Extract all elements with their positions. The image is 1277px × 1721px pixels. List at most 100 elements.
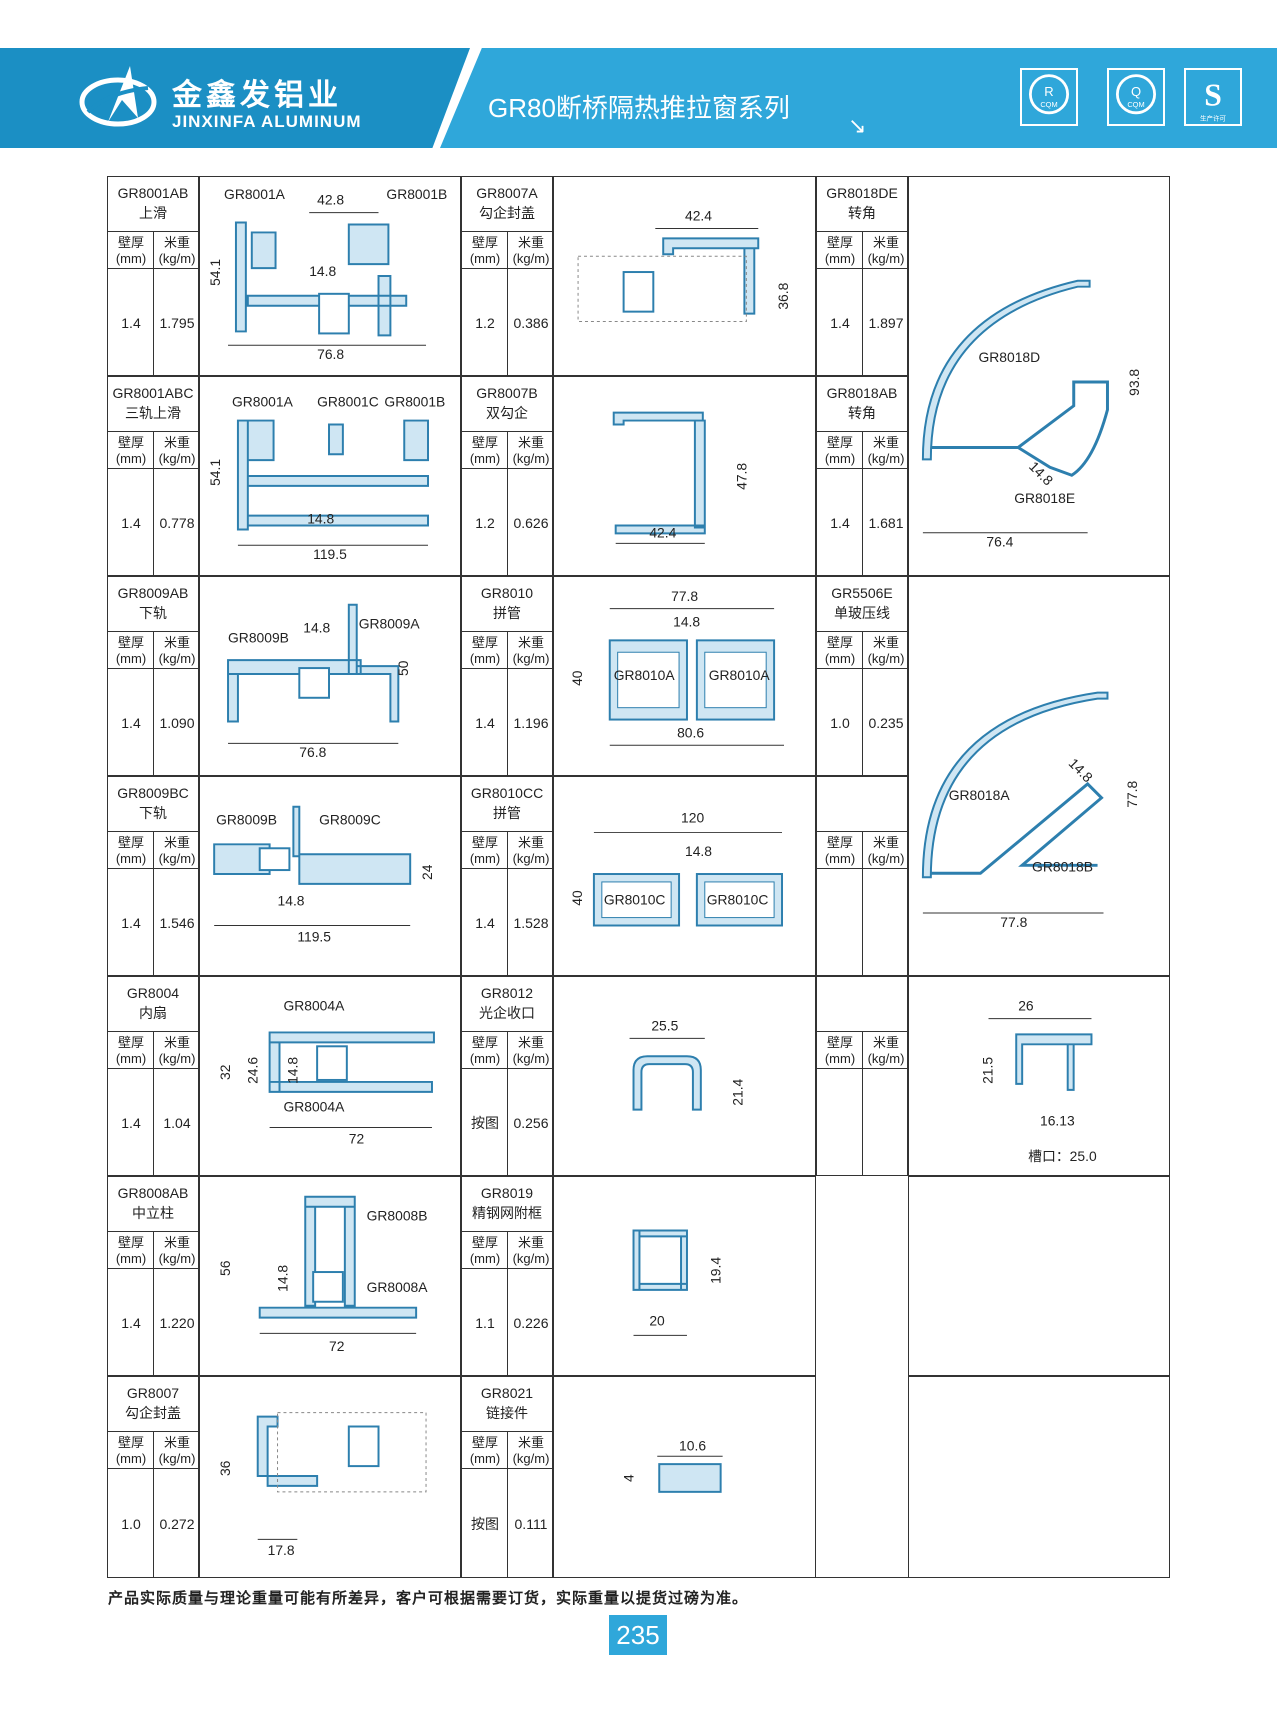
weight-value: 1.795 [159,314,195,331]
thickness-value: 1.4 [475,714,495,731]
thickness-value: 1.4 [121,314,141,331]
dim-width: 20 [649,1313,665,1329]
thickness-value: 1.4 [121,714,141,731]
thickness-value: 1.0 [830,714,850,731]
dim-height: 4 [621,1474,637,1482]
weight-header: 米重(kg/m) [154,831,200,869]
drawing-empty [908,1376,1170,1578]
thickness-header: 壁厚(mm) [108,831,154,869]
brand-name-en: JINXINFA ALUMINUM [172,112,362,131]
thickness-header: 壁厚(mm) [108,231,154,269]
product-name: 勾企封盖 [479,205,535,221]
thickness-header: 壁厚(mm) [108,1231,154,1269]
label-right: GR8010C [707,892,769,908]
product-name: 三轨上滑 [125,405,181,421]
drawing-gr8001ab: GR8001A GR8001B 42.8 14.8 76.8 54.1 [199,176,461,376]
product-name: 转角 [848,205,876,221]
dim-height: 54.1 [207,259,223,286]
drawing-gr8007b: 47.8 42.4 [553,376,816,576]
label-a: GR8018A [949,787,1011,803]
thickness-header: 壁厚(mm) [462,1031,508,1069]
thickness-value: 1.2 [475,514,495,531]
cert-label: 生产许可 [1200,113,1227,122]
label-right: GR8010A [709,667,771,683]
weight-header: 米重(kg/m) [863,1031,909,1069]
label-left: GR8010C [604,892,666,908]
dim-mid: 14.8 [673,614,700,630]
series-title: GR80断桥隔热推拉窗系列 [488,93,790,123]
drawing-gr8004: GR8004A 32 24.6 14.8 GR8004A 72 [199,976,461,1176]
drawing-gr8018ab: GR8018A GR8018B 77.8 14.8 77.8 [908,576,1170,976]
thickness-value: 1.2 [475,314,495,331]
dim-width: 42.4 [649,524,676,540]
dim-32: 32 [217,1064,233,1080]
dim-bottom: 80.6 [677,724,704,740]
weight-header: 米重(kg/m) [508,631,554,669]
weight-header: 米重(kg/m) [508,1231,554,1269]
dim-top: 42.8 [317,192,344,208]
label-right: GR8001B [386,186,447,202]
dim-mid: 14.8 [1066,755,1097,786]
weight-value: 1.546 [159,914,195,931]
label-b: GR8001B [384,394,445,410]
weight-value: 0.256 [513,1114,549,1131]
product-info-cell: 壁厚(mm)米重(kg/m) [816,776,909,976]
weight-header: 米重(kg/m) [863,631,909,669]
dim-148: 14.8 [284,1057,300,1084]
product-name: 中立柱 [132,1205,174,1221]
arrow-icon: ↘ [848,114,867,139]
product-name: 光企收口 [479,1005,535,1021]
weight-value: 0.272 [159,1515,195,1532]
cert-label: CQM [1040,100,1057,109]
weight-header: 米重(kg/m) [154,231,200,269]
weight-value: 0.111 [514,1515,548,1532]
label-b: GR8018B [1032,858,1093,874]
weight-value: 0.226 [513,1314,549,1331]
drawing-gr8007: 36 17.8 [199,1376,461,1578]
product-name: 单玻压线 [834,605,890,621]
weight-header: 米重(kg/m) [863,831,909,869]
product-name: 下轨 [139,605,167,621]
thickness-header: 壁厚(mm) [817,831,863,869]
drawing-gr8008ab: GR8008B GR8008A 56 14.8 72 [199,1176,461,1376]
product-name: 拼管 [493,805,521,821]
dim-width: 72 [329,1338,345,1354]
dim-height: 54.1 [207,459,223,486]
product-name: 双勾企 [486,405,528,421]
brand-name-cn: 金鑫发铝业 [172,78,342,113]
drawing-gr8021: 10.6 4 [553,1376,816,1578]
weight-header: 米重(kg/m) [508,831,554,869]
label-a: GR8001A [232,394,294,410]
dim-top: 120 [681,810,704,826]
thickness-header: 壁厚(mm) [817,231,863,269]
product-name: 内扇 [139,1005,167,1021]
weight-value: 1.196 [513,714,549,731]
dim-width: 77.8 [1000,914,1027,930]
dim-height: 93.8 [1126,369,1142,396]
svg-text:S: S [1204,77,1222,112]
thickness-value: 按图 [471,1515,499,1532]
dim-bottom: 119.5 [297,928,331,944]
weight-header: 米重(kg/m) [863,431,909,469]
thickness-header: 壁厚(mm) [108,1431,154,1469]
footer-note: 产品实际质量与理论重量可能有所差异，客户可根据需要订货，实际重量以提货过磅为准。 [108,1589,749,1607]
weight-header: 米重(kg/m) [508,1031,554,1069]
label-c: GR8001C [317,394,379,410]
